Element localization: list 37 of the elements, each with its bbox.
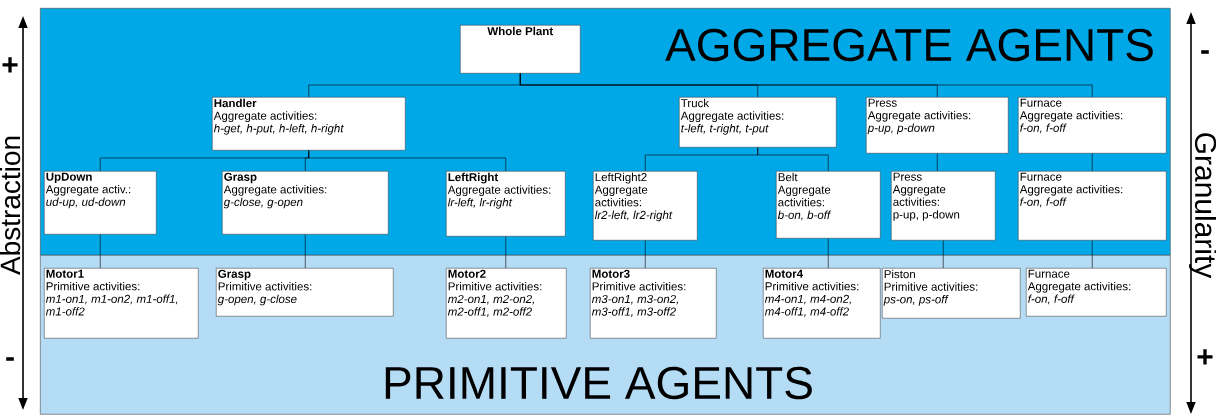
agent-box: Motor1 Primitive activities: m1-on1, m1-on2, m1-off1, m1-off2 bbox=[44, 268, 199, 339]
agent-box: Furnace Aggregate activities: f-on, f-off bbox=[1018, 171, 1167, 241]
axis-title: Abstraction bbox=[0, 136, 21, 275]
connector-line bbox=[99, 234, 101, 269]
connector-line bbox=[936, 153, 938, 172]
agent-box: Handler Aggregate activities: h-get, h-put, h-left, h-right bbox=[212, 97, 406, 151]
axis-sign: + bbox=[2, 57, 18, 73]
agent-box: Press Aggregate activities: p-up, p-down bbox=[891, 171, 996, 241]
agent-box: Motor2 Primitive activities: m2-on1, m2-on2, m2-off1, m2-off2 bbox=[446, 268, 567, 339]
connector-line bbox=[519, 73, 1093, 98]
agent-box: Furnace Aggregate activities: f-on, f-off bbox=[1018, 97, 1167, 154]
agent-box: LeftRight2 Aggregate activities: lr2-left, lr2-right bbox=[593, 171, 698, 241]
connector-line bbox=[644, 240, 646, 269]
axis-title: Granularity bbox=[1189, 133, 1216, 279]
agent-box: Grasp Aggregate activities: g-close, g-open bbox=[222, 171, 389, 235]
agent-box: Truck Aggregate activities: t-left, t-right, t-put bbox=[679, 97, 837, 148]
connector-line bbox=[505, 236, 507, 269]
connector-line bbox=[942, 240, 944, 269]
connector-line bbox=[1091, 153, 1093, 172]
connector-line bbox=[1091, 240, 1093, 269]
agent-box: LeftRight Aggregate activities: lr-left, lr-right bbox=[446, 171, 566, 237]
connector-line bbox=[308, 150, 507, 172]
agent-box: Furnace Aggregate activities: f-on, f-off bbox=[1026, 268, 1167, 317]
agent-box: Whole Plant bbox=[460, 25, 581, 74]
agent-box: Press Aggregate activities: p-up, p-down bbox=[866, 97, 1009, 154]
axis-sign: - bbox=[6, 357, 14, 361]
connector-line bbox=[757, 147, 829, 172]
agent-box: UpDown Aggregate activ.: ud-up, ud-down bbox=[44, 171, 157, 235]
agent-box: Motor4 Primitive activities: m4-on1, m4-on2, m4-off1, m4-off2 bbox=[763, 268, 881, 339]
agent-box: Piston Primitive activities: ps-on, ps-off bbox=[882, 268, 1021, 319]
agent-box: Grasp Primitive activities: g-open, g-close bbox=[216, 268, 394, 317]
connector-line bbox=[827, 238, 829, 269]
axis-sign: - bbox=[1201, 50, 1209, 54]
axis-sign: + bbox=[1197, 349, 1213, 365]
agent-box: Motor3 Primitive activities: m3-on1, m3-on2, m3-off1, m3-off2 bbox=[590, 268, 717, 339]
agent-box: Belt Aggregate activities: b-on, b-off bbox=[776, 171, 881, 239]
connector-line bbox=[304, 234, 306, 269]
